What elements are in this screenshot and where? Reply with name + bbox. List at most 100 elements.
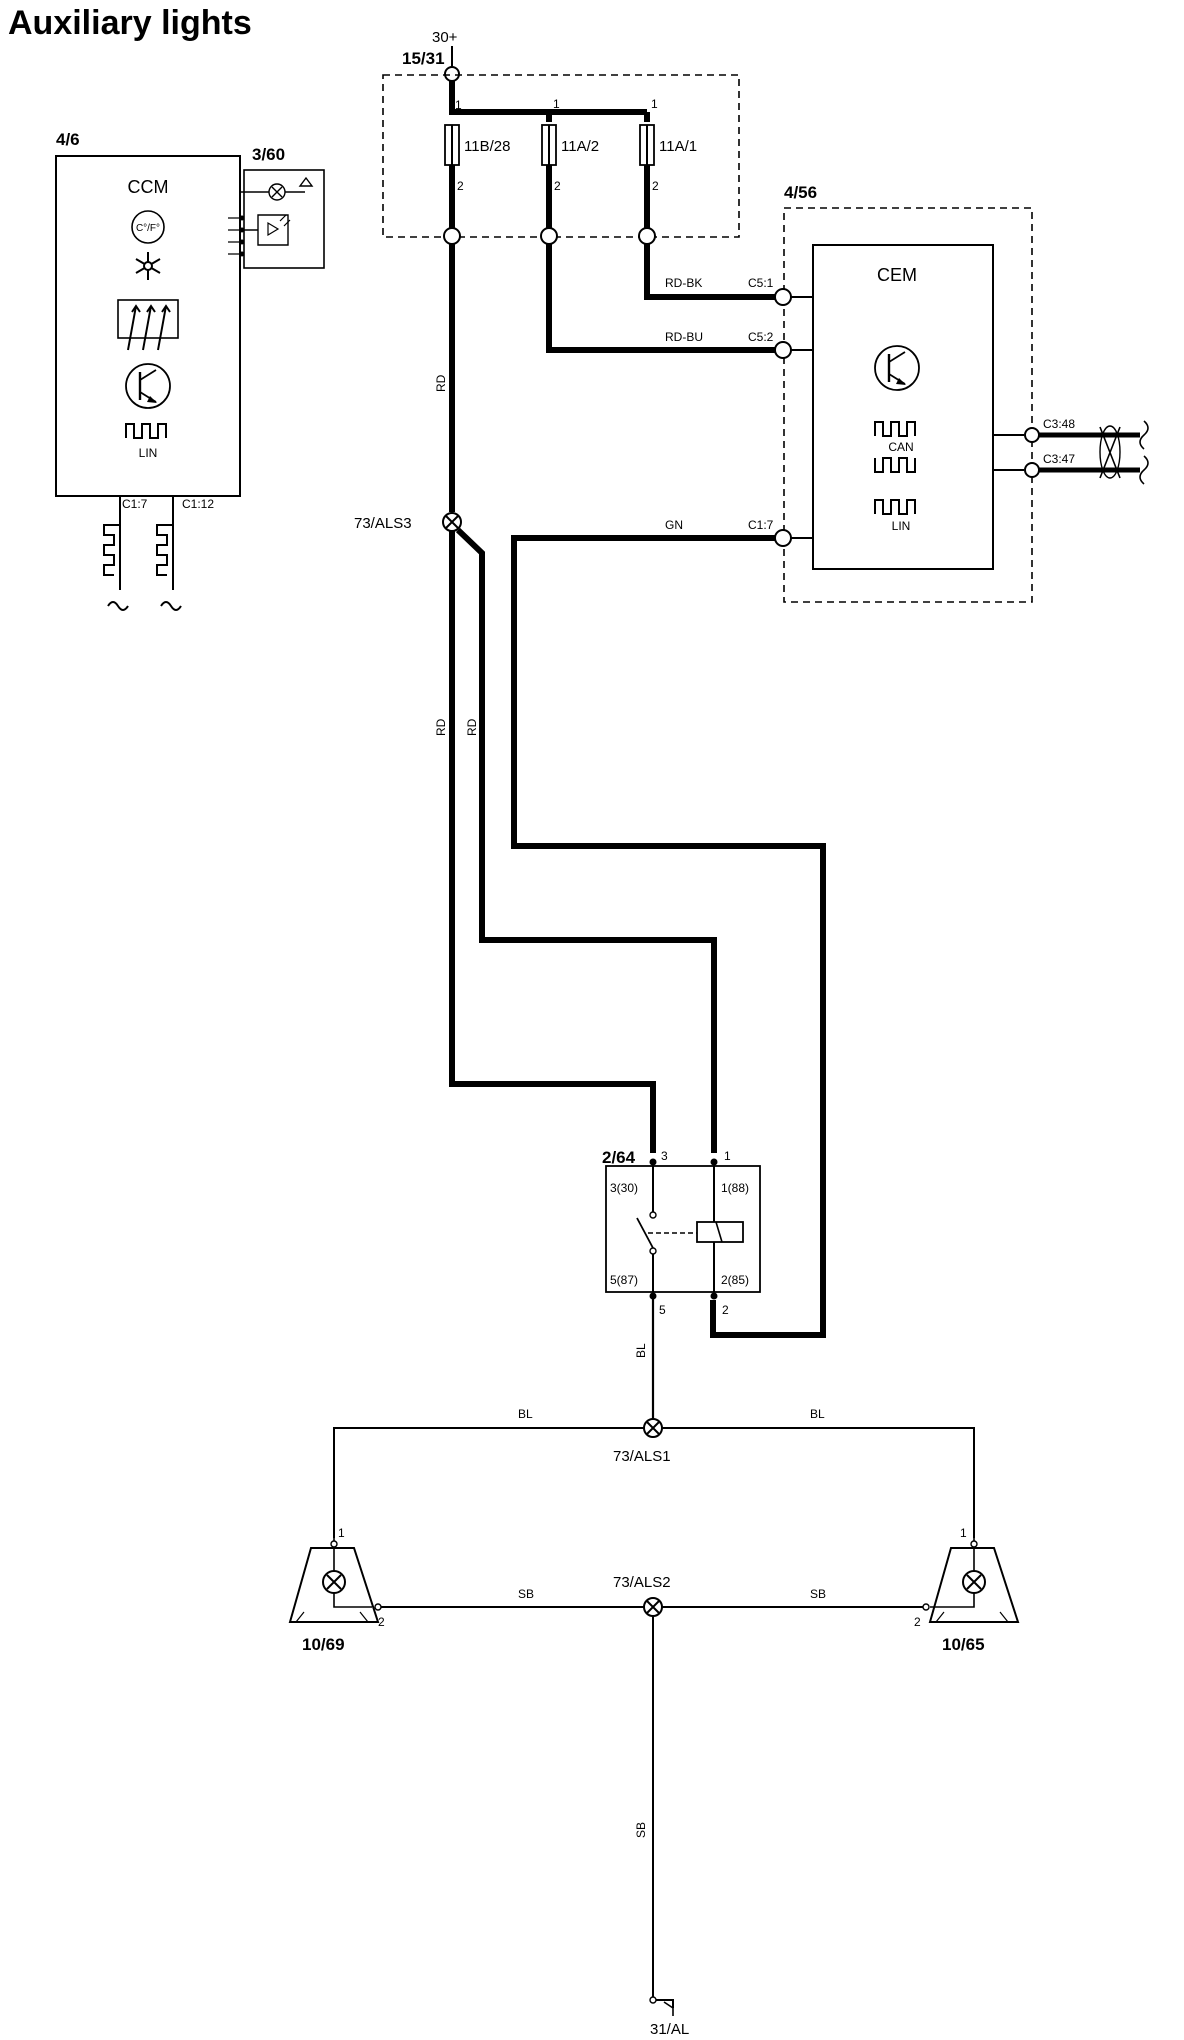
wire-gn — [511, 535, 826, 1338]
lamp-right-pin-1: 1 — [960, 1526, 967, 1540]
cem-pin-c3-48: C3:48 — [1043, 417, 1075, 431]
wire-sb-ground-label: SB — [634, 1822, 648, 1838]
cem-lin-pulse-icon — [874, 499, 916, 515]
relay-label-5-87: 5(87) — [610, 1273, 638, 1287]
cem-c5-2-terminal — [774, 341, 792, 359]
fuse-11a-2-terminal — [540, 227, 558, 245]
wire-gn-label: GN — [665, 518, 683, 532]
relay-ref: 2/64 — [602, 1148, 636, 1167]
wire-bl-right-label: BL — [810, 1407, 825, 1421]
cem-module[interactable]: 4/56 CEM CAN LIN C5:1 C5:2 C1:7 C3:48 C3… — [748, 183, 1149, 603]
auxiliary-lamp-10-69[interactable]: 1 2 10/69 — [288, 1526, 385, 1654]
wire-bl-relay-label: BL — [634, 1343, 648, 1358]
fuse-11a-1-pin-out: 2 — [652, 179, 659, 193]
temperature-icon — [131, 210, 165, 244]
splice-73-als1: 73/ALS1 — [613, 1418, 671, 1465]
lamp-left-ref: 10/69 — [302, 1635, 345, 1654]
wire-rd-main-label: RD — [434, 374, 448, 392]
splice-als2-label: 73/ALS2 — [613, 1574, 671, 1591]
relay-pin-1: 1 — [724, 1149, 731, 1163]
wire-bl-left-label: BL — [518, 1407, 533, 1421]
ccm-c1-7-signal-icon — [103, 524, 120, 576]
cem-pin-c5-2: C5:2 — [748, 330, 774, 344]
cem-ref: 4/56 — [784, 183, 817, 202]
control-panel-3-60[interactable]: 3/60 — [228, 145, 325, 269]
wire-rd-bu — [546, 244, 775, 353]
ground-label: 31/AL — [650, 2021, 689, 2038]
cem-pin-c5-1: C5:1 — [748, 276, 774, 290]
panel-pins-icon — [228, 215, 245, 257]
ccm-lin-label: LIN — [139, 446, 158, 460]
cem-pin-c3-47-terminal — [1024, 462, 1040, 478]
lin-pulse-icon — [125, 423, 167, 439]
cem-lin-label: LIN — [892, 519, 911, 533]
wire-rd-relay-pin3 — [449, 531, 656, 1153]
ccm-c1-12-signal-icon — [156, 524, 173, 576]
heater-grid-icon — [117, 299, 179, 351]
wire-bl-right — [662, 1427, 975, 1538]
relay-pin-2: 2 — [722, 1303, 729, 1317]
fuse-11b-28-label: 11B/28 — [464, 138, 510, 155]
fuse-11a-1-pin-in: 1 — [651, 97, 658, 111]
fuse-11a-1-terminal — [638, 227, 656, 245]
auxiliary-lamp-10-65[interactable]: 1 2 10/65 — [914, 1526, 1020, 1654]
ccm-c1-12-continuation-icon — [160, 601, 182, 611]
ccm-ref: 4/6 — [56, 130, 80, 149]
transistor-icon — [125, 363, 171, 409]
fuse-11b-28-pin-in: 1 — [455, 98, 462, 112]
cem-pin-c1-7: C1:7 — [748, 518, 774, 532]
lamp-right-ref: 10/65 — [942, 1635, 985, 1654]
panel-box — [243, 169, 325, 269]
cem-pin-c3-48-terminal — [1024, 427, 1040, 443]
fuse-11b-28-pin-out: 2 — [457, 179, 464, 193]
fuse-11b-28-terminal — [443, 227, 461, 245]
wire-sb-right-label: SB — [810, 1587, 826, 1601]
cem-can-connection: C3:48 C3:47 — [993, 417, 1149, 485]
cem-can-pulse-icon — [874, 421, 916, 437]
splice-73-als2: 73/ALS2 — [613, 1574, 671, 1617]
wire-sb-ground — [652, 1616, 674, 2008]
cem-can-label: CAN — [888, 440, 913, 454]
supply-terminal — [444, 66, 460, 82]
relay-label-1-88: 1(88) — [721, 1181, 749, 1195]
cem-outline — [783, 207, 1033, 603]
ccm-connector-c1-7: C1:7 — [122, 497, 148, 511]
panel-ref: 3/60 — [252, 145, 285, 164]
splice-als3-label: 73/ALS3 — [354, 515, 412, 532]
lamp-left-pin-2: 2 — [378, 1615, 385, 1629]
wire-rd-relay-label: RD — [434, 718, 448, 736]
fuse-11a-2-pin-in: 1 — [553, 97, 560, 111]
wire-rd-relay-pin1 — [455, 527, 717, 1153]
wire-rd-relay-pin1-label: RD — [465, 718, 479, 736]
cem-c1-7-terminal — [774, 529, 792, 547]
fuse-11a-2-label: 11A/2 — [561, 138, 599, 155]
fuse-box-15-31[interactable]: 15/31 1 2 11B/28 1 2 11A/2 1 2 11A/1 — [382, 49, 740, 245]
fuse-11a-2-pin-out: 2 — [554, 179, 561, 193]
ccm-name: CCM — [128, 177, 169, 197]
diagram-title: Auxiliary lights — [8, 4, 252, 42]
lamp-left-pin-1: 1 — [338, 1526, 345, 1540]
temperature-unit-label: C°/F° — [136, 223, 160, 234]
relay-label-3-30: 3(30) — [610, 1181, 638, 1195]
ccm-connector-c1-12: C1:12 — [182, 497, 214, 511]
cem-name: CEM — [877, 265, 917, 285]
splice-als1-label: 73/ALS1 — [613, 1448, 671, 1465]
wire-rd-bk — [644, 244, 775, 300]
panel-lamp-icon — [240, 176, 314, 201]
snowflake-icon — [135, 252, 161, 280]
cem-c5-1-terminal — [774, 288, 792, 306]
splice-73-als3: 73/ALS3 — [354, 512, 462, 532]
ground-icon — [649, 1996, 674, 2016]
wire-rd-bu-label: RD-BU — [665, 330, 703, 344]
fuse-bus-bar — [449, 81, 647, 115]
relay-2-64[interactable]: 2/64 3 1 5 2 3(30) 1(88) 5(87) 2(85) — [602, 1148, 761, 1317]
relay-coil-icon — [696, 1166, 744, 1292]
fuse-box-ref: 15/31 — [402, 49, 445, 68]
ccm-module[interactable]: 4/6 CCM C°/F° LIN C1:7 — [55, 130, 241, 611]
cem-can-pulse-inverted-icon — [874, 457, 916, 473]
relay-switch-icon — [636, 1166, 697, 1292]
relay-pin-5: 5 — [659, 1303, 666, 1317]
supply-label: 30+ — [432, 29, 458, 46]
relay-label-2-85: 2(85) — [721, 1273, 749, 1287]
